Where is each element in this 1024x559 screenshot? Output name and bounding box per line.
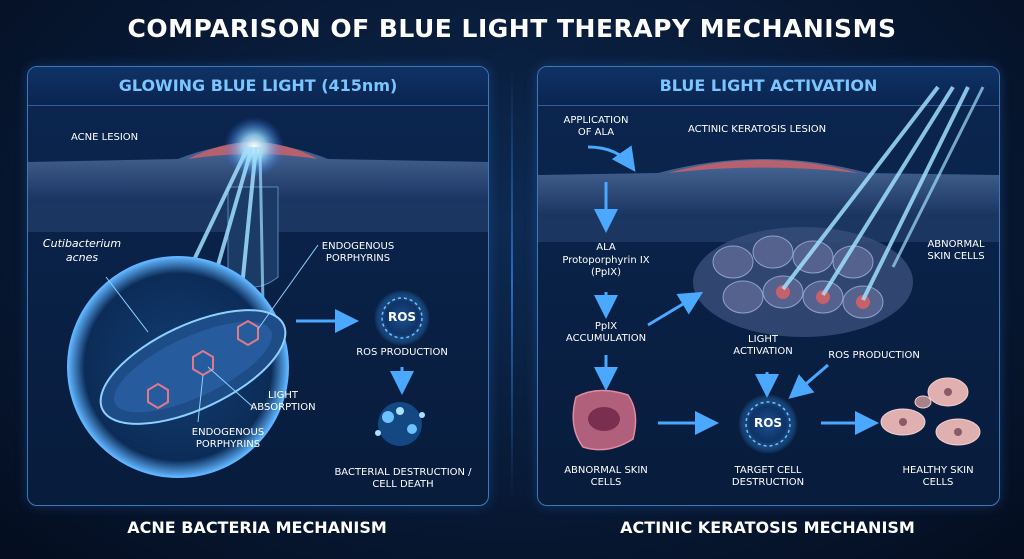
actinic-keratosis-panel: BLUE LIGHT ACTIVATION bbox=[537, 66, 1000, 506]
page-title: COMPARISON OF BLUE LIGHT THERAPY MECHANI… bbox=[127, 14, 897, 43]
abnormal-cells-top-label: ABNORMAL SKIN CELLS bbox=[927, 239, 985, 262]
abnormal-cell-cluster bbox=[693, 227, 913, 337]
ala-label: ALA bbox=[596, 242, 616, 253]
ak-lesion bbox=[668, 160, 858, 173]
light-absorption-label: LIGHT ABSORPTION bbox=[250, 390, 316, 413]
ros-badge-right: ROS bbox=[753, 416, 783, 430]
ros-production-label-left: ROS PRODUCTION bbox=[356, 347, 448, 358]
application-ala-label: APPLICATION OF ALA bbox=[563, 115, 629, 138]
ros-production-label-right: ROS PRODUCTION bbox=[828, 350, 920, 361]
left-panel-heading: GLOWING BLUE LIGHT (415nm) bbox=[28, 67, 488, 106]
porphyrin-molecule bbox=[237, 319, 259, 347]
porphyrins-bottom-label: ENDOGENOUS PORPHYRINS bbox=[191, 427, 265, 450]
ros-badge-left: ROS bbox=[387, 310, 417, 324]
light-beam bbox=[861, 86, 970, 301]
light-beam bbox=[891, 86, 985, 268]
arrow-apply-ala bbox=[587, 145, 636, 172]
healthy-cells-label: HEALTHY SKIN CELLS bbox=[902, 465, 974, 488]
left-caption: ACNE BACTERIA MECHANISM bbox=[127, 518, 387, 537]
light-beam bbox=[781, 85, 940, 291]
healthy-skin-cells bbox=[880, 377, 981, 446]
light-activation-label: LIGHT ACTIVATION bbox=[733, 334, 793, 357]
bacteria-destruction-burst bbox=[375, 402, 425, 446]
acne-mechanism-panel: GLOWING BLUE LIGHT (415nm) bbox=[27, 66, 489, 506]
center-divider bbox=[511, 70, 513, 500]
abnormal-cells-bottom-label: ABNORMAL SKIN CELLS bbox=[564, 465, 648, 488]
skin-surface bbox=[538, 159, 999, 217]
cutibacterium-label: Cutibacterium acnes bbox=[42, 237, 122, 264]
light-beam bbox=[821, 85, 955, 297]
destruction-label: BACTERIAL DESTRUCTION / CELL DEATH bbox=[334, 467, 472, 490]
ros-burst bbox=[738, 394, 798, 454]
ppix-label: Protoporphyrin IX (PpIX) bbox=[562, 255, 650, 278]
porphyrins-top-label: ENDOGENOUS PORPHYRINS bbox=[321, 241, 395, 264]
ppix-accumulation-label: PpIX ACCUMULATION bbox=[565, 321, 647, 344]
target-cell-destruction-label: TARGET CELL DESTRUCTION bbox=[731, 465, 805, 488]
acne-illustration bbox=[28, 117, 488, 478]
ak-illustration bbox=[538, 85, 999, 454]
right-panel-heading: BLUE LIGHT ACTIVATION bbox=[538, 67, 999, 106]
porphyrin-molecule bbox=[192, 349, 214, 377]
right-caption: ACTINIC KERATOSIS MECHANISM bbox=[620, 518, 915, 537]
abnormal-skin-cell bbox=[572, 389, 637, 451]
acne-lesion-label: ACNE LESION bbox=[71, 132, 139, 143]
arrow-to-cells bbox=[647, 291, 704, 327]
light-beam bbox=[258, 146, 265, 308]
arrow-ros-production bbox=[788, 363, 829, 399]
ak-lesion-label: ACTINIC KERATOSIS LESION bbox=[688, 124, 827, 135]
porphyrin-molecule bbox=[147, 382, 169, 410]
